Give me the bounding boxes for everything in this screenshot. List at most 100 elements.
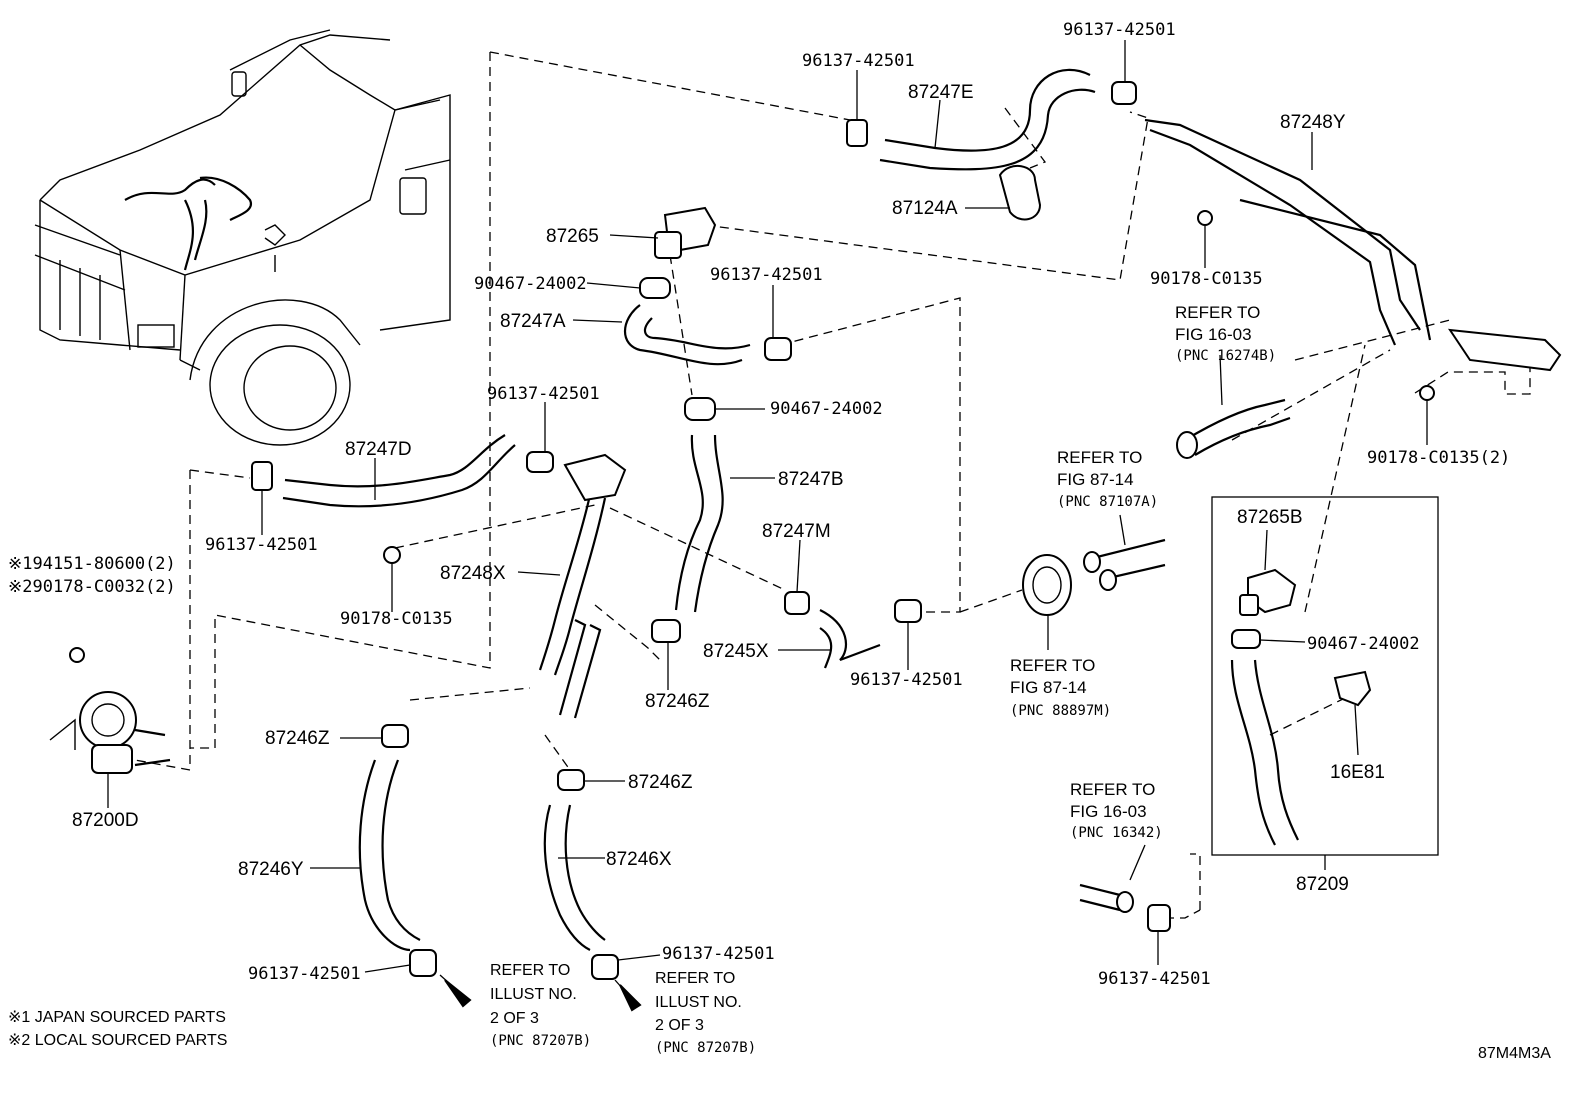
- leader-lines: [107, 40, 1428, 973]
- label-87247E: 87247E: [908, 82, 974, 103]
- diagram-code: 87M4M3A: [1478, 1045, 1551, 1062]
- clamp-icon: [764, 337, 792, 361]
- label-87245X: 87245X: [703, 641, 769, 662]
- svg-text:REFER TO: REFER TO: [1010, 656, 1095, 675]
- svg-text:(PNC 16342): (PNC 16342): [1070, 825, 1163, 841]
- label-16E81: 16E81: [1330, 762, 1385, 783]
- hose-87246X: [543, 804, 591, 951]
- hose-87247A: [624, 304, 743, 366]
- refer-to-callouts: REFER TO FIG 16-03 (PNC 16274B) REFER TO…: [490, 303, 1276, 1056]
- svg-text:FIG 87-14: FIG 87-14: [1010, 678, 1087, 697]
- clamp-icon: [894, 599, 922, 623]
- clamp-icon: [639, 277, 671, 299]
- svg-text:(PNC 87107A): (PNC 87107A): [1057, 494, 1158, 510]
- label-96137-42501: 96137-42501: [1063, 20, 1176, 40]
- svg-text:ILLUST NO.: ILLUST NO.: [655, 994, 742, 1011]
- kit-box-87209: [1211, 496, 1439, 856]
- hose-87247B: [674, 434, 704, 611]
- label-87247D: 87247D: [345, 439, 412, 460]
- svg-text:REFER TO: REFER TO: [1057, 448, 1142, 467]
- svg-text:FIG 16-03: FIG 16-03: [1175, 325, 1252, 344]
- svg-text:2 OF 3: 2 OF 3: [655, 1017, 704, 1034]
- svg-text:REFER TO: REFER TO: [1175, 303, 1260, 322]
- dashed-guides: [134, 51, 1531, 919]
- label-96137-42501: 96137-42501: [850, 670, 963, 690]
- svg-text:REFER TO: REFER TO: [655, 970, 735, 987]
- clamp-icon: [1111, 81, 1137, 105]
- clamp-icon: [526, 451, 554, 473]
- hose-87245X: [819, 609, 881, 662]
- label-87246Z: 87246Z: [628, 772, 693, 793]
- label-96137-42501: 96137-42501: [487, 384, 600, 404]
- label-87265B: 87265B: [1237, 507, 1303, 528]
- clamp-icon: [1147, 904, 1171, 932]
- nut-icon: [69, 647, 85, 663]
- svg-text:2 OF 3: 2 OF 3: [490, 1010, 539, 1027]
- label-90467-24002: 90467-24002: [474, 274, 587, 294]
- svg-text:REFER TO: REFER TO: [1070, 780, 1155, 799]
- label-87265: 87265: [546, 226, 599, 247]
- label-87209: 87209: [1296, 874, 1349, 895]
- label-87246Y: 87246Y: [238, 859, 304, 880]
- clamp-icon: [846, 119, 868, 147]
- clamp-icon: [251, 461, 273, 491]
- hose-87246Y: [358, 759, 411, 952]
- clamp-icon: [784, 591, 810, 615]
- note-194151-80600: ※194151-80600(2): [8, 554, 176, 574]
- label-96137-42501: 96137-42501: [1098, 969, 1211, 989]
- label-90467-24002: 90467-24002: [1307, 634, 1420, 654]
- footnote-japan-sourced: ※1 JAPAN SOURCED PARTS: [8, 1009, 226, 1026]
- clamp-icon: [684, 397, 716, 421]
- svg-text:ILLUST NO.: ILLUST NO.: [490, 986, 577, 1003]
- note-290178-C0032: ※290178-C0032(2): [8, 577, 176, 597]
- nut-icon: [383, 546, 401, 564]
- part-labels: 96137-42501 96137-42501 87247E 87248Y 87…: [8, 20, 1510, 989]
- clamp-icon: [409, 949, 437, 977]
- clamp-icon: [557, 769, 585, 791]
- hose-87247D: [284, 434, 506, 488]
- bracket-16E81: [1333, 670, 1372, 707]
- label-87247B: 87247B: [778, 469, 844, 490]
- svg-text:(PNC 88897M): (PNC 88897M): [1010, 703, 1111, 719]
- svg-text:FIG 87-14: FIG 87-14: [1057, 470, 1134, 489]
- pipe-87248Y: [1144, 118, 1421, 331]
- label-87248Y: 87248Y: [1280, 112, 1346, 133]
- label-96137-42501: 96137-42501: [248, 964, 361, 984]
- label-96137-42501: 96137-42501: [205, 535, 318, 555]
- svg-text:(PNC 16274B): (PNC 16274B): [1175, 348, 1276, 364]
- svg-text:(PNC 87207B): (PNC 87207B): [655, 1040, 756, 1056]
- label-87247A: 87247A: [500, 311, 566, 332]
- pump-87200D: [49, 647, 171, 774]
- clamp-icon: [651, 619, 681, 643]
- label-87246X: 87246X: [606, 849, 672, 870]
- label-96137-42501: 96137-42501: [710, 265, 823, 285]
- label-90178-C0135: 90178-C0135: [340, 609, 453, 629]
- label-87246Z: 87246Z: [265, 728, 330, 749]
- nut-icon: [1419, 385, 1435, 401]
- label-87247M: 87247M: [762, 521, 831, 542]
- footnote-local-sourced: ※2 LOCAL SOURCED PARTS: [8, 1032, 227, 1049]
- label-87200D: 87200D: [72, 810, 139, 831]
- grommet-88897M: [1022, 554, 1072, 616]
- clamp-icon: [1231, 629, 1261, 649]
- vehicle-illustration: [34, 29, 451, 446]
- svg-text:(PNC 87207B): (PNC 87207B): [490, 1033, 591, 1049]
- hose-87209: [1230, 659, 1276, 846]
- label-90178-C0135-2: 90178-C0135(2): [1367, 448, 1510, 468]
- label-87124A: 87124A: [892, 198, 958, 219]
- pipe-87248X: [538, 494, 592, 671]
- pipe-16342: [1079, 883, 1121, 897]
- label-96137-42501: 96137-42501: [662, 944, 775, 964]
- hose-87247E: [884, 68, 1091, 152]
- label-90467-24002: 90467-24002: [770, 399, 883, 419]
- label-96137-42501: 96137-42501: [802, 51, 915, 71]
- arrow-icon: [444, 979, 472, 1008]
- label-87246Z: 87246Z: [645, 691, 710, 712]
- label-90178-C0135: 90178-C0135: [1150, 269, 1263, 289]
- clamp-icon: [591, 954, 619, 980]
- label-87248X: 87248X: [440, 563, 506, 584]
- bracket-87124A: [998, 165, 1042, 221]
- hose-16274B: [1184, 398, 1286, 441]
- svg-text:REFER TO: REFER TO: [490, 962, 570, 979]
